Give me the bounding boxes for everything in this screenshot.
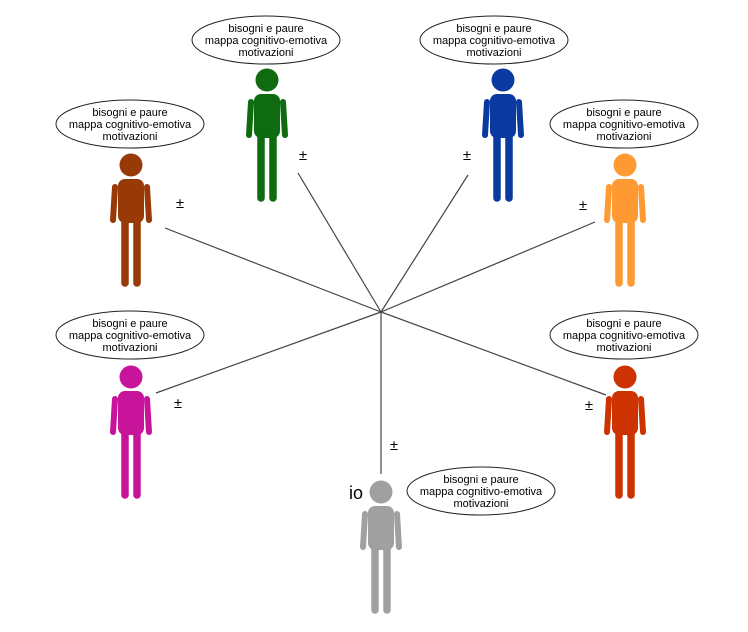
bubble-line-1: bisogni e paure [228, 23, 303, 35]
bubble-line-1: bisogni e paure [443, 474, 518, 486]
connection-lines [155, 172, 607, 474]
connection-line-blue [380, 174, 469, 313]
relation-symbol-brown: ± [176, 195, 184, 212]
bubble-line-3: motivazioni [102, 342, 157, 354]
connection-line-orange [380, 221, 596, 313]
people-group [110, 68, 646, 614]
relation-symbol-blue: ± [463, 147, 471, 164]
bubble-line-2: mappa cognitivo-emotiva [69, 119, 192, 131]
self-label: io [349, 483, 363, 503]
bubble-line-2: mappa cognitivo-emotiva [563, 330, 686, 342]
connection-line-brown [164, 227, 382, 313]
person-brown-icon [110, 153, 152, 287]
bubble-line-2: mappa cognitivo-emotiva [563, 119, 686, 131]
bubble-line-3: motivazioni [466, 47, 521, 59]
bubble-line-1: bisogni e paure [456, 23, 531, 35]
person-blue-icon [482, 68, 524, 202]
bubble-line-3: motivazioni [238, 47, 293, 59]
connection-line-green [297, 172, 382, 313]
bubble-line-1: bisogni e paure [92, 318, 167, 330]
bubble-line-1: bisogni e paure [586, 107, 661, 119]
person-green-icon [246, 68, 288, 202]
connection-line-red [380, 311, 607, 396]
connection-line-magenta [155, 311, 382, 394]
relation-symbol-green: ± [299, 147, 307, 164]
person-self-icon [360, 480, 402, 614]
relation-symbol-self: ± [390, 437, 398, 454]
bubble-line-1: bisogni e paure [586, 318, 661, 330]
bubble-line-3: motivazioni [453, 498, 508, 510]
bubble-line-3: motivazioni [596, 342, 651, 354]
relation-symbols: ± ± ± ± ± ± ± [174, 147, 593, 454]
bubble-line-2: mappa cognitivo-emotiva [205, 35, 328, 47]
bubble-line-1: bisogni e paure [92, 107, 167, 119]
bubble-line-2: mappa cognitivo-emotiva [69, 330, 192, 342]
bubble-line-3: motivazioni [596, 131, 651, 143]
person-red-icon [604, 365, 646, 499]
bubble-line-2: mappa cognitivo-emotiva [420, 486, 543, 498]
person-orange-icon [604, 153, 646, 287]
bubble-line-2: mappa cognitivo-emotiva [433, 35, 556, 47]
person-magenta-icon [110, 365, 152, 499]
bubble-line-3: motivazioni [102, 131, 157, 143]
relation-symbol-magenta: ± [174, 395, 182, 412]
relation-symbol-orange: ± [579, 197, 587, 214]
relation-symbol-red: ± [585, 397, 593, 414]
